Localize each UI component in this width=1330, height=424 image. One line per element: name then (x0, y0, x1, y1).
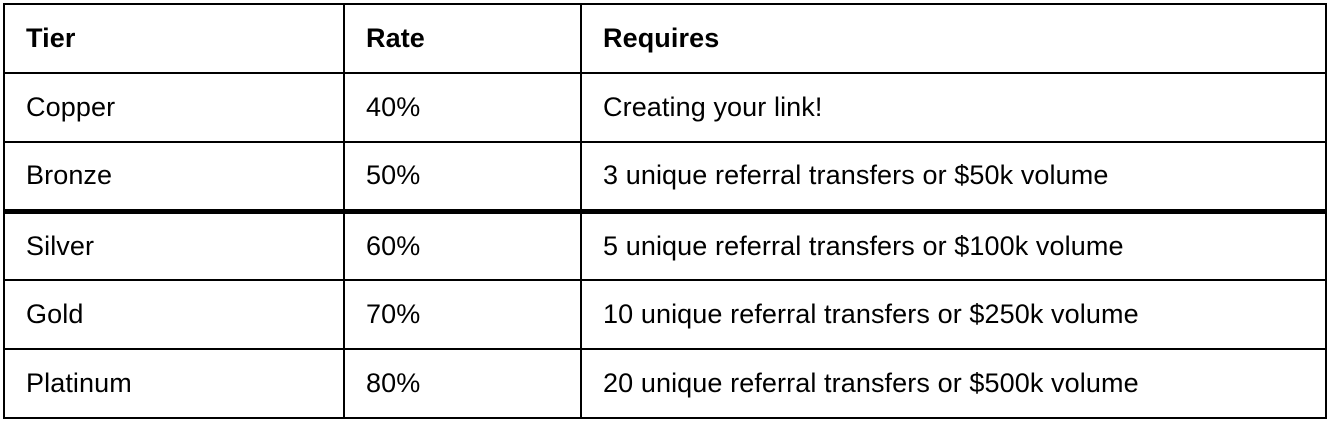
cell-rate: 80% (343, 348, 582, 419)
table-row: Copper 40% Creating your link! (3, 72, 1327, 143)
cell-tier: Gold (3, 279, 345, 350)
cell-rate: 70% (343, 279, 582, 350)
table-row: Silver 60% 5 unique referral transfers o… (3, 208, 1327, 281)
referral-tier-table: Tier Rate Requires Copper 40% Creating y… (3, 3, 1327, 419)
cell-tier: Silver (3, 208, 345, 281)
cell-requires: Creating your link! (580, 72, 1327, 143)
cell-requires: 10 unique referral transfers or $250k vo… (580, 279, 1327, 350)
table-row: Platinum 80% 20 unique referral transfer… (3, 348, 1327, 419)
cell-tier: Copper (3, 72, 345, 143)
column-header-rate: Rate (343, 3, 582, 74)
referral-tier-table-container: Tier Rate Requires Copper 40% Creating y… (3, 3, 1327, 420)
cell-rate: 50% (343, 141, 582, 212)
cell-tier: Platinum (3, 348, 345, 419)
table-row: Gold 70% 10 unique referral transfers or… (3, 279, 1327, 350)
table-body: Copper 40% Creating your link! Bronze 50… (3, 72, 1327, 419)
cell-requires: 5 unique referral transfers or $100k vol… (580, 208, 1327, 281)
column-header-requires: Requires (580, 3, 1327, 74)
table-row: Bronze 50% 3 unique referral transfers o… (3, 141, 1327, 212)
cell-requires: 3 unique referral transfers or $50k volu… (580, 141, 1327, 212)
cell-requires: 20 unique referral transfers or $500k vo… (580, 348, 1327, 419)
cell-tier: Bronze (3, 141, 345, 212)
table-header-row: Tier Rate Requires (3, 3, 1327, 74)
cell-rate: 40% (343, 72, 582, 143)
cell-rate: 60% (343, 208, 582, 281)
table-header: Tier Rate Requires (3, 3, 1327, 74)
column-header-tier: Tier (3, 3, 345, 74)
